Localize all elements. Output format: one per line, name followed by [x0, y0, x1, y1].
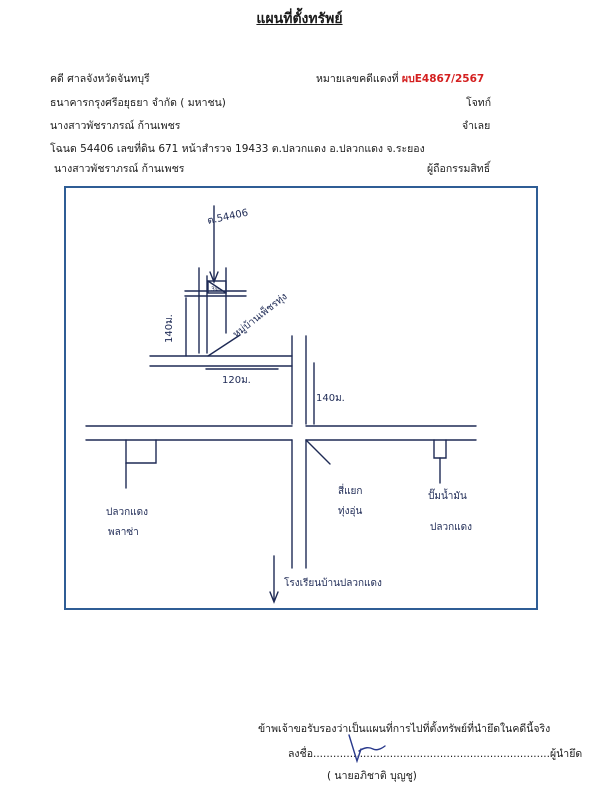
right-place-line-1: ปั๊มน้ำมัน: [428, 488, 467, 502]
signer-name: ( นายอภิชาติ บุญชู): [327, 770, 417, 782]
case-label: หมายเลขคดีแดงที่: [316, 73, 399, 85]
left-place-line-1: ปลวกแดง: [106, 507, 148, 518]
center-place-line-1: สี่แยก: [338, 483, 362, 497]
case-number-block: หมายเลขคดีแดงที่ ผบE4867/2567: [316, 70, 484, 87]
right-place-line-2: ปลวกแดง: [430, 522, 472, 533]
distance-vertical-2: 140ม.: [316, 393, 345, 404]
owner-role: ผู้ถือกรรมสิทธิ์: [427, 163, 491, 175]
deed-pointer-arrowhead: [209, 271, 219, 284]
distance-horizontal: 120ม.: [222, 375, 251, 386]
defendant-name: นางสาวพัชราภรณ์ ก้านเพชร: [50, 120, 181, 132]
owner-name: นางสาวพัชราภรณ์ ก้านเพชร: [54, 163, 185, 175]
left-landmark-marker: [125, 439, 157, 464]
map-drawing: ต.54406 3ม. หมู่บ้านเพ็ชรทุ่ง 140ม. 120ม…: [85, 205, 477, 604]
left-place-line-2: พลาซ่า: [108, 527, 139, 538]
deed-label: ต.54406: [206, 208, 249, 227]
plaintiff-role: โจทก์: [466, 97, 492, 109]
defendant-role: จำเลย: [462, 120, 491, 132]
right-landmark-marker: [433, 439, 447, 459]
village-pointer: [207, 334, 241, 357]
plaintiff-name: ธนาคารกรุงศรีอยุธยา จำกัด ( มหาชน): [50, 97, 226, 109]
distance-vertical-1: 140ม.: [164, 314, 175, 343]
page-title: แผนที่ตั้งทรัพย์: [256, 11, 343, 27]
handwritten-signature: [348, 734, 386, 763]
court-name: คดี ศาลจังหวัดจันทบุรี: [50, 73, 150, 85]
plot-label: 3ม.: [211, 286, 221, 293]
center-place-line-2: ทุ่งอุ่น: [338, 506, 362, 517]
bottom-school-label: โรงเรียนบ้านปลวกแดง: [284, 576, 382, 589]
certify-statement: ข้าพเจ้าขอรับรองว่าเป็นแผนที่การไปที่ตั้…: [258, 723, 551, 735]
deed-info: โฉนด 54406 เลขที่ดิน 671 หน้าสำรวจ 19433…: [50, 143, 425, 155]
signature-line: ลงชื่อ..................................…: [288, 745, 582, 762]
case-number: ผบE4867/2567: [401, 73, 485, 85]
intersection-pointer: [305, 439, 331, 465]
signature-role: ผู้นำยึด: [549, 748, 583, 760]
signature-prefix: ลงชื่อ..................................…: [288, 748, 550, 760]
bottom-arrow-head: [269, 591, 279, 604]
location-map: ต.54406 3ม. หมู่บ้านเพ็ชรทุ่ง 140ม. 120ม…: [64, 186, 538, 610]
